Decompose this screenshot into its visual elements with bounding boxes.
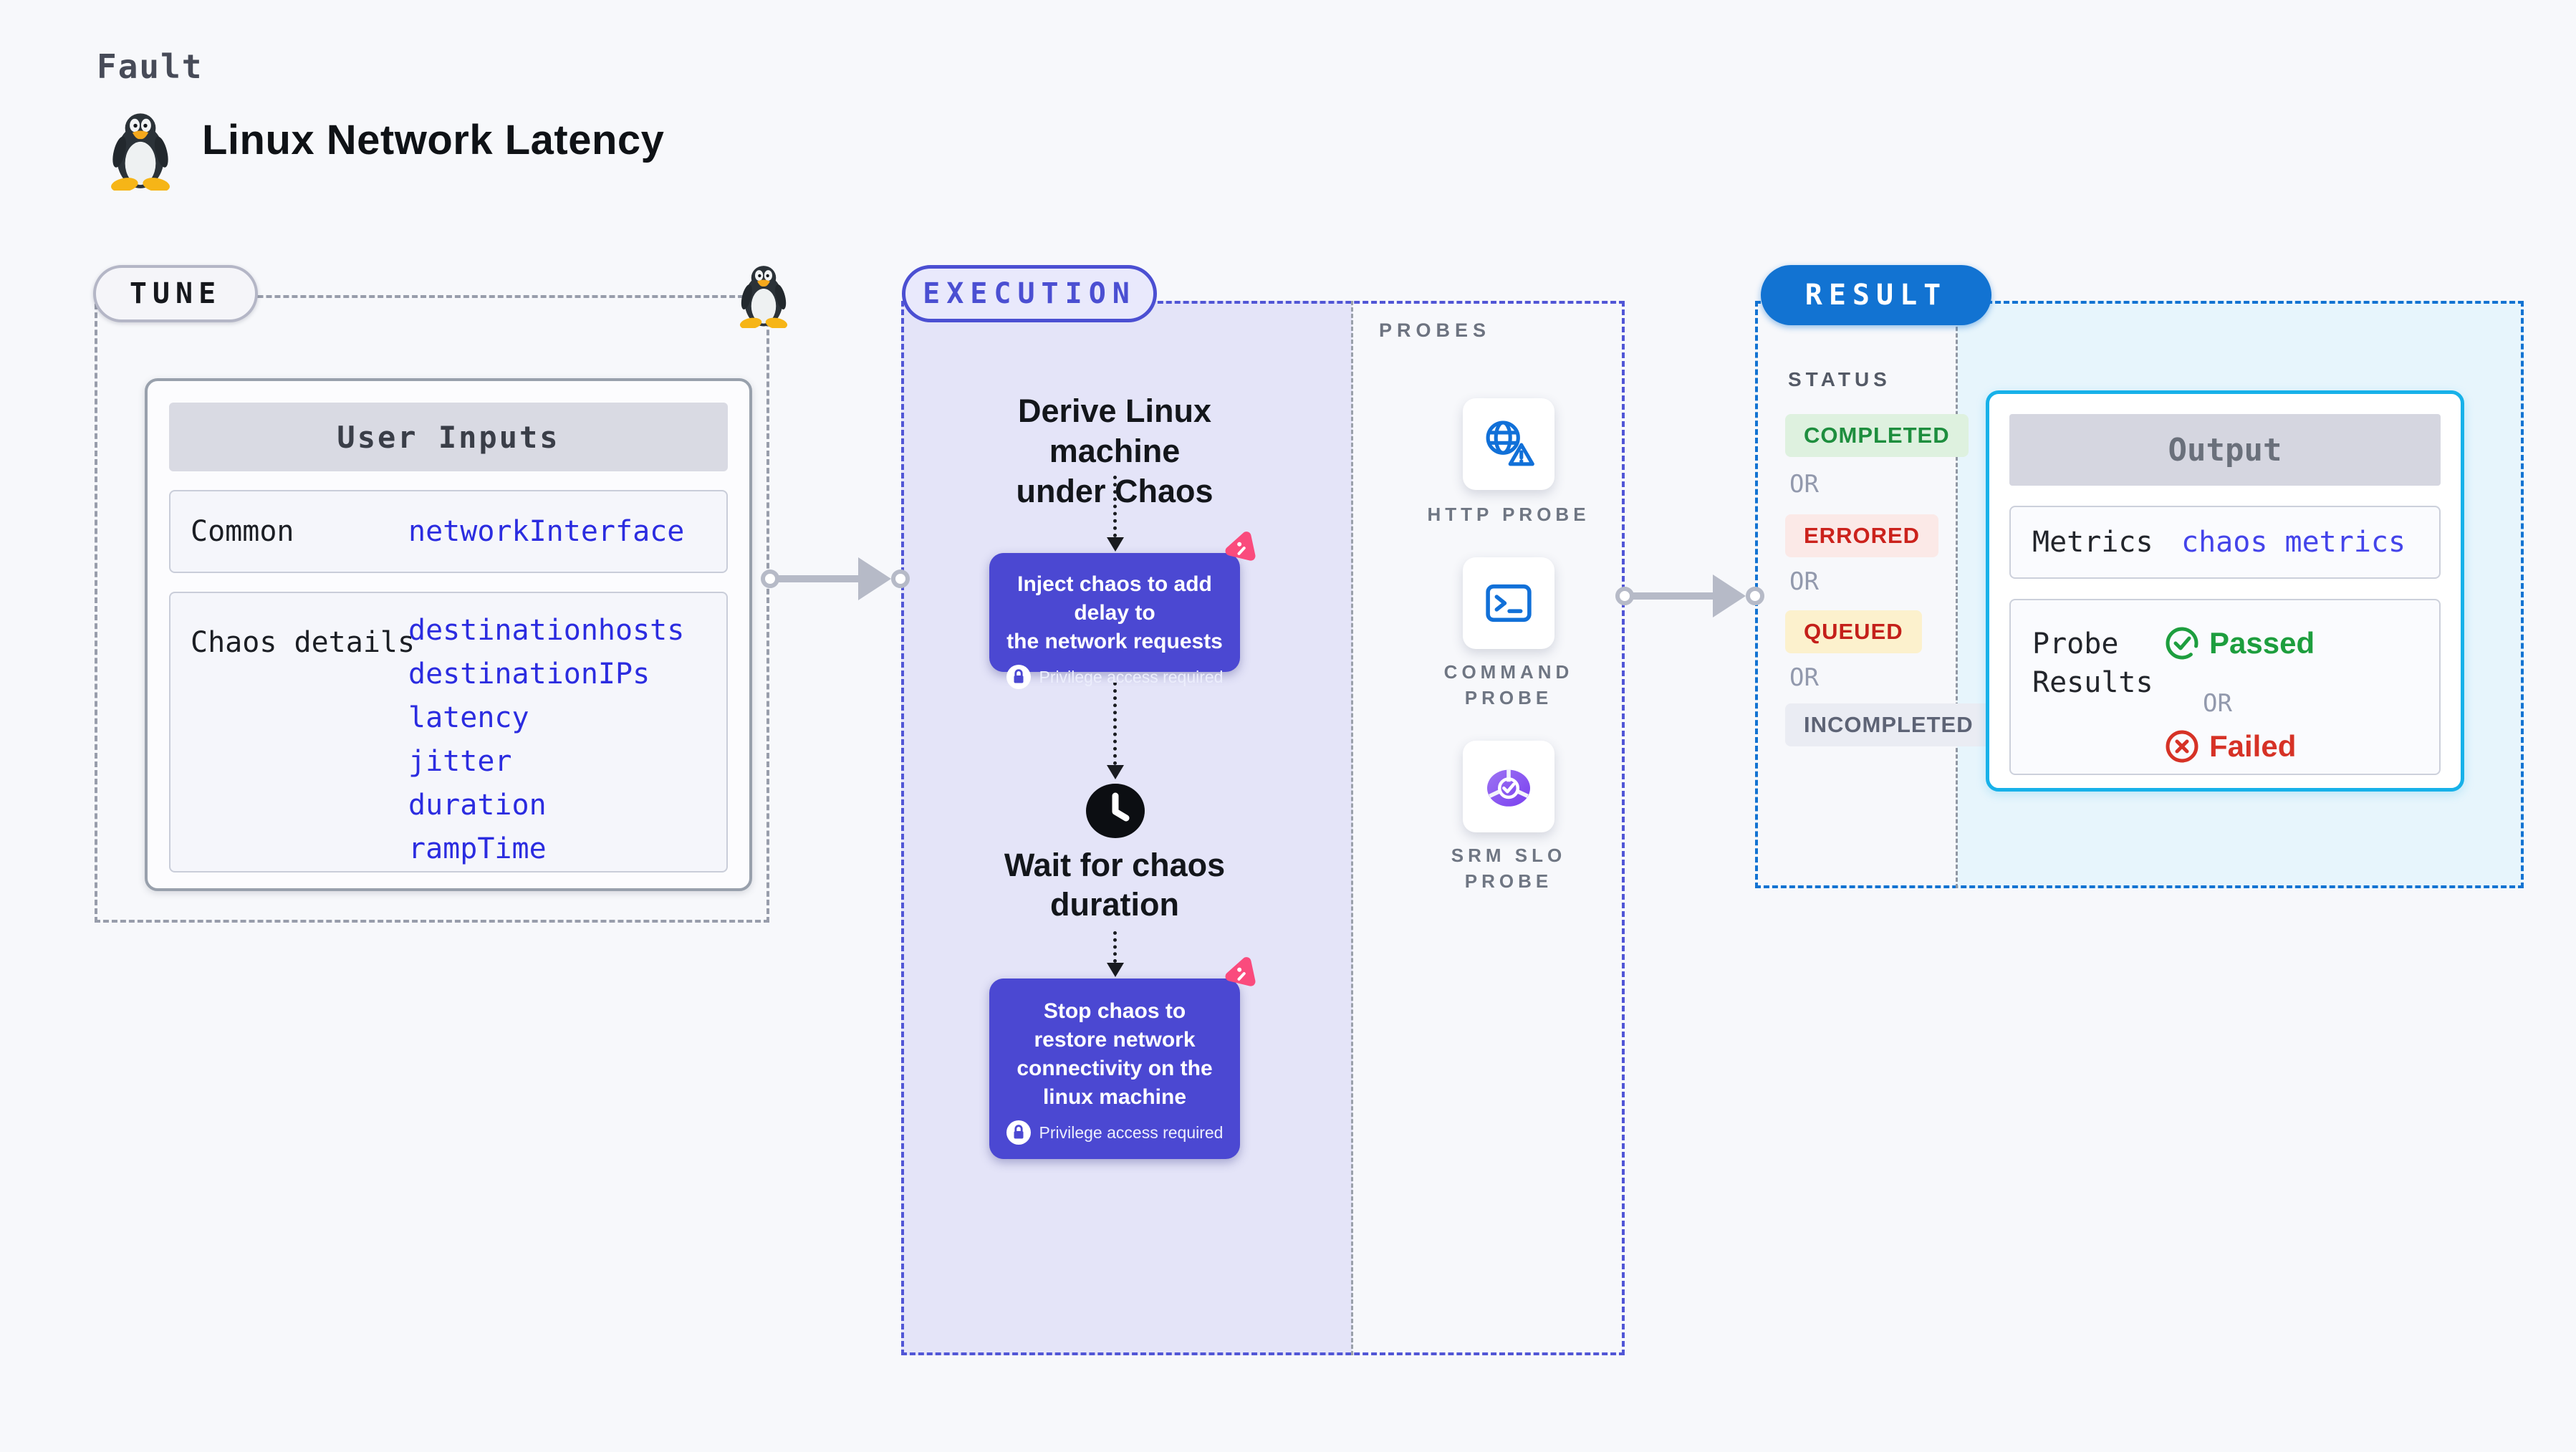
status-section-label: STATUS bbox=[1788, 368, 1891, 390]
metrics-row: Metrics chaos metrics bbox=[2009, 506, 2441, 579]
flow-connector bbox=[1113, 931, 1117, 963]
passed-label: Passed bbox=[2209, 626, 2315, 660]
chaos-detail-values: destinationhosts destinationIPs latency … bbox=[408, 609, 684, 871]
input-value: networkInterface bbox=[408, 515, 685, 548]
flow-connector bbox=[1113, 682, 1117, 765]
or-separator: OR bbox=[1789, 663, 1819, 692]
input-row-label: Common bbox=[191, 515, 294, 548]
tune-to-execution-arrow bbox=[761, 552, 911, 606]
derive-step-text: Derive Linux machine under Chaos bbox=[950, 391, 1279, 511]
arrow-endpoint bbox=[1615, 587, 1634, 605]
step-line: Wait for chaos bbox=[1004, 847, 1226, 883]
node-text-line: the network requests bbox=[1006, 630, 1223, 653]
probes-divider-line bbox=[1351, 301, 1353, 1355]
input-value: jitter bbox=[408, 745, 512, 778]
node-text-line: restore network bbox=[1034, 1028, 1196, 1052]
wait-clock-icon bbox=[1086, 784, 1145, 838]
result-divider-line bbox=[1956, 301, 1958, 888]
tune-badge: TUNE bbox=[93, 265, 258, 322]
input-value: duration bbox=[408, 789, 547, 822]
flow-connector-arrowhead bbox=[1107, 537, 1124, 552]
node-text-line: linux machine bbox=[1042, 1085, 1187, 1109]
flow-connector-arrowhead bbox=[1107, 765, 1124, 779]
probe-results-label: Probe Results bbox=[2032, 628, 2153, 699]
arrow-line bbox=[772, 575, 861, 582]
node-text-line: Inject chaos to add delay to bbox=[1017, 572, 1212, 625]
inject-chaos-node: Inject chaos to add delay to the network… bbox=[989, 553, 1240, 689]
or-separator: OR bbox=[2203, 689, 2232, 718]
lock-icon bbox=[1006, 665, 1031, 689]
page-title: Linux Network Latency bbox=[202, 117, 665, 163]
fault-kicker: Fault bbox=[97, 47, 203, 86]
stop-chaos-node: Stop chaos to restore network connectivi… bbox=[989, 979, 1240, 1159]
slo-pie-icon bbox=[1487, 769, 1530, 807]
status-badge-incompleted: INCOMPLETED bbox=[1785, 703, 1992, 746]
privilege-note: Privilege access required bbox=[989, 665, 1240, 689]
input-row-chaos-details: Chaos details destinationhosts destinati… bbox=[169, 592, 728, 872]
flow-connector bbox=[1113, 476, 1117, 537]
status-badge-queued: QUEUED bbox=[1785, 610, 1922, 653]
execution-region-border bbox=[901, 301, 1625, 1355]
probe-results-row: Probe Results Passed OR Failed bbox=[2009, 599, 2441, 775]
lock-icon bbox=[1006, 1120, 1031, 1145]
step-line: Derive Linux machine bbox=[1017, 393, 1212, 469]
arrow-line bbox=[1627, 592, 1716, 600]
or-separator: OR bbox=[1789, 470, 1819, 499]
input-value: destinationhosts bbox=[408, 614, 685, 647]
command-probe-card bbox=[1463, 557, 1554, 649]
passed-verdict: Passed bbox=[2165, 626, 2315, 660]
terminal-icon bbox=[1486, 584, 1532, 622]
chaos-experiment-icon bbox=[1225, 957, 1256, 986]
input-value: destinationIPs bbox=[408, 658, 650, 691]
user-inputs-header: User Inputs bbox=[169, 403, 728, 471]
probe-label: COMMAND PROBE bbox=[1443, 661, 1574, 708]
tux-penguin-icon-small bbox=[739, 266, 788, 328]
output-header: Output bbox=[2009, 414, 2441, 486]
node-text-line: Stop chaos to bbox=[1043, 999, 1186, 1023]
input-row-common: Common networkInterface bbox=[169, 490, 728, 573]
arrow-endpoint bbox=[761, 569, 779, 588]
arrow-head bbox=[1713, 574, 1746, 617]
probe-label: HTTP PROBE bbox=[1427, 504, 1590, 525]
input-value: rampTime bbox=[408, 832, 547, 865]
user-inputs-card: User Inputs Common networkInterface Chao… bbox=[145, 378, 752, 891]
globe-warning-icon bbox=[1486, 420, 1534, 466]
tux-penguin-icon bbox=[111, 113, 170, 191]
arrow-head bbox=[858, 557, 891, 600]
privilege-note-text: Privilege access required bbox=[1039, 667, 1224, 686]
output-card: Output Metrics chaos metrics Probe Resul… bbox=[1986, 390, 2464, 792]
arrow-endpoint bbox=[891, 569, 910, 588]
check-circle-icon bbox=[2166, 627, 2198, 660]
srm-slo-probe-card bbox=[1463, 741, 1554, 832]
metrics-label: Metrics bbox=[2032, 526, 2153, 559]
probes-section-label: PROBES bbox=[1379, 319, 1491, 341]
privilege-note-text: Privilege access required bbox=[1039, 1122, 1224, 1142]
chaos-experiment-icon bbox=[1225, 532, 1256, 561]
execution-badge: EXECUTION bbox=[902, 265, 1157, 322]
node-text-line: connectivity on the bbox=[1017, 1057, 1213, 1080]
status-badge-completed: COMPLETED bbox=[1785, 414, 1969, 457]
privilege-note: Privilege access required bbox=[989, 1120, 1240, 1145]
probe-label: SRM SLO PROBE bbox=[1451, 845, 1567, 892]
status-badge-errored: ERRORED bbox=[1785, 514, 1939, 557]
result-badge: RESULT bbox=[1761, 265, 1991, 325]
http-probe-card bbox=[1463, 398, 1554, 490]
wait-step-text: Wait for chaos duration bbox=[996, 845, 1233, 924]
tune-region-border bbox=[95, 295, 769, 923]
x-circle-icon bbox=[2166, 730, 2198, 763]
metrics-value: chaos metrics bbox=[2181, 526, 2406, 559]
or-separator: OR bbox=[1789, 567, 1819, 596]
step-line: duration bbox=[1050, 886, 1179, 923]
input-row-label: Chaos details bbox=[191, 626, 415, 659]
flow-connector-arrowhead bbox=[1107, 963, 1124, 977]
execution-to-result-arrow bbox=[1615, 569, 1766, 623]
failed-verdict: Failed bbox=[2165, 729, 2296, 764]
arrow-endpoint bbox=[1746, 587, 1764, 605]
failed-label: Failed bbox=[2209, 729, 2297, 763]
input-value: latency bbox=[408, 701, 529, 734]
